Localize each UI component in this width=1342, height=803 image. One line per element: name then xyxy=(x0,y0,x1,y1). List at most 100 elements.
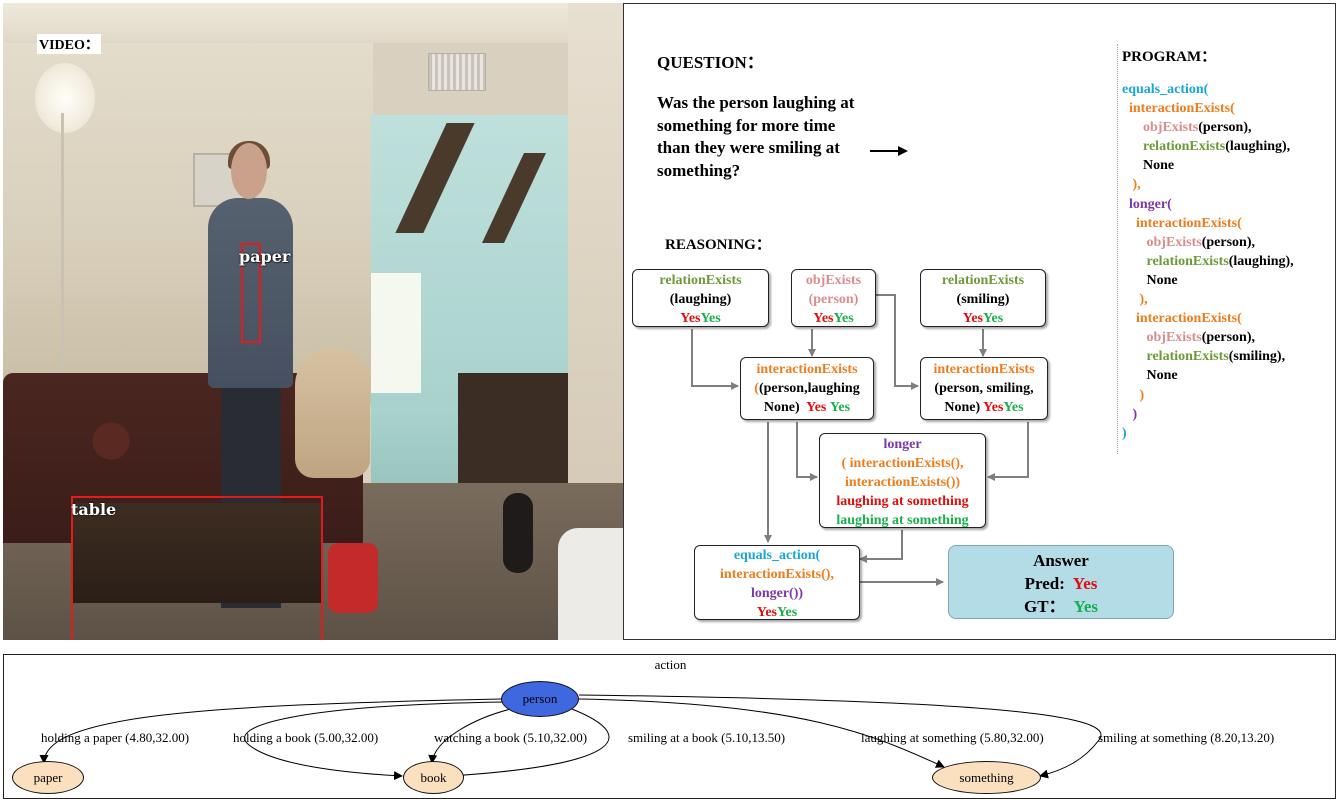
node-ground-truth: laughing at something xyxy=(836,513,969,528)
node-function: objExists xyxy=(805,273,862,288)
edge-label: holding a book (5.00,32.00) xyxy=(233,730,379,745)
node-argument: longer()) xyxy=(750,586,804,601)
program-line: objExists(person), xyxy=(1122,233,1294,252)
node-result: YesYes xyxy=(813,311,854,326)
answer-ground-truth: GT： Yes xyxy=(1024,597,1098,616)
node-function: interactionExists xyxy=(933,362,1035,377)
table-bounding-box xyxy=(71,496,323,640)
node-argument: (person) xyxy=(808,292,859,307)
program-line: relationExists(laughing), xyxy=(1122,252,1294,271)
graph-node-paper: paper xyxy=(12,761,84,794)
chair xyxy=(558,528,623,640)
action-graph-panel: action person paper book something holdi… xyxy=(3,654,1336,799)
program-token: longer( xyxy=(1122,196,1172,212)
dog xyxy=(295,348,370,478)
node-result: None) Yes Yes xyxy=(763,400,851,415)
relation-exists-laughing-node: relationExists (laughing) YesYes xyxy=(632,269,769,327)
program-token: (smiling), xyxy=(1228,349,1286,365)
answer-title: Answer xyxy=(1033,551,1089,570)
edge-label: laughing at something (5.80,32.00) xyxy=(861,730,1044,745)
red-toy xyxy=(328,543,378,613)
program-token: ) xyxy=(1122,406,1138,422)
program-line: ), xyxy=(1122,290,1294,309)
program-token: None xyxy=(1122,272,1178,288)
edge-label: smiling at something (8.20,13.20) xyxy=(1098,730,1275,745)
table-detection-label: table xyxy=(71,500,117,519)
relation-exists-smiling-node: relationExists (smiling) YesYes xyxy=(920,269,1046,327)
program-line: ), xyxy=(1122,175,1294,194)
node-function: relationExists xyxy=(941,273,1025,288)
interaction-exists-smiling-node: interactionExists (person, smiling, None… xyxy=(920,357,1048,420)
node-result: YesYes xyxy=(680,311,721,326)
program-token: relationExists xyxy=(1122,349,1229,365)
person-head xyxy=(231,143,267,199)
program-line: interactionExists( xyxy=(1122,99,1294,118)
node-argument: (smiling) xyxy=(956,292,1010,307)
program-line: None xyxy=(1122,156,1294,175)
program-line: relationExists(smiling), xyxy=(1122,347,1294,366)
ceiling xyxy=(3,3,623,43)
paper-bounding-box xyxy=(241,243,261,343)
graph-title: action xyxy=(654,657,687,672)
program-token: ) xyxy=(1122,425,1127,441)
program-line: None xyxy=(1122,271,1294,290)
floor-lamp-shade xyxy=(35,63,95,133)
node-prediction: laughing at something xyxy=(836,494,969,509)
program-token: equals_action( xyxy=(1122,82,1209,97)
node-result: None) YesYes xyxy=(944,400,1024,415)
coffee-table xyxy=(73,503,321,603)
graph-node-book: book xyxy=(403,761,464,794)
node-result: YesYes xyxy=(756,605,798,620)
program-token: ), xyxy=(1122,292,1148,308)
cat xyxy=(503,493,533,573)
program-token: None xyxy=(1122,368,1178,384)
node-argument: interactionExists(), xyxy=(720,567,834,582)
program-token: (laughing), xyxy=(1225,139,1291,155)
action-graph-edges xyxy=(39,694,1102,781)
node-function: equals_action( xyxy=(733,548,821,563)
program-token: interactionExists( xyxy=(1122,311,1242,327)
answer-prediction: Pred: Yes xyxy=(1024,574,1098,593)
program-title: PROGRAM： xyxy=(1122,49,1217,65)
program-token: interactionExists( xyxy=(1122,215,1242,231)
program-line: None xyxy=(1122,366,1294,385)
obj-exists-person-node: objExists (person) YesYes xyxy=(791,269,876,327)
program-line: longer( xyxy=(1122,195,1294,214)
reasoning-title: REASONING： xyxy=(665,237,771,253)
node-function: longer xyxy=(883,437,922,452)
program-line: interactionExists( xyxy=(1122,214,1294,233)
node-argument: (person, smiling, xyxy=(934,381,1034,396)
interaction-exists-laughing-node: interactionExists ((person,laughing None… xyxy=(740,357,874,420)
program-token: interactionExists( xyxy=(1122,101,1235,117)
program-token: (person), xyxy=(1201,234,1256,250)
node-argument: interactionExists()) xyxy=(844,475,961,490)
program-line: interactionExists( xyxy=(1122,309,1294,328)
node-function: interactionExists xyxy=(756,362,858,377)
node-result: YesYes xyxy=(962,311,1004,326)
longer-node: longer ( interactionExists(), interactio… xyxy=(819,433,986,528)
edge-label: holding a paper (4.80,32.00) xyxy=(41,730,190,745)
program-token: (person), xyxy=(1201,330,1256,346)
program-token: None xyxy=(1122,158,1175,174)
equals-action-node: equals_action( interactionExists(), long… xyxy=(694,545,860,620)
program-token: objExists xyxy=(1122,234,1202,250)
air-vent xyxy=(428,53,486,91)
node-argument: ( interactionExists(), xyxy=(841,456,964,471)
program-line: objExists(person), xyxy=(1122,118,1294,137)
edge-label: watching a book (5.10,32.00) xyxy=(434,730,588,745)
question-title: QUESTION： xyxy=(657,53,764,72)
right-arrow-icon xyxy=(870,146,908,156)
program-line: equals_action( xyxy=(1122,80,1294,99)
node-argument: ((person,laughing xyxy=(754,381,860,396)
video-title: VIDEO： xyxy=(37,34,101,54)
program-line: relationExists(laughing), xyxy=(1122,137,1294,156)
program-divider xyxy=(1117,44,1118,454)
window xyxy=(371,273,421,393)
answer-box: Answer Pred: Yes GT： Yes xyxy=(948,545,1174,619)
program-token: ), xyxy=(1122,177,1141,193)
program-line: ) xyxy=(1122,386,1294,405)
person-body xyxy=(208,198,293,388)
program-token: relationExists xyxy=(1122,253,1229,269)
paper-detection-label: paper xyxy=(239,247,291,266)
reasoning-flow-arrows xyxy=(691,294,1029,586)
